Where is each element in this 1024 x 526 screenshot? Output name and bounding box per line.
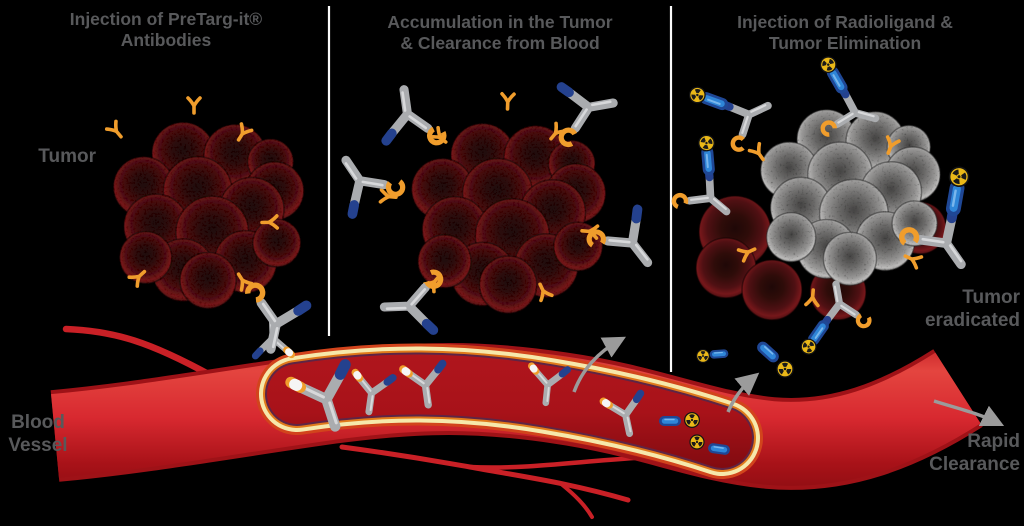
radioligand-icon xyxy=(714,352,724,354)
panel3-title: Injection of Radioligand & Tumor Elimina… xyxy=(737,12,953,53)
arrow-icon xyxy=(933,399,1005,427)
tumor-label: Tumor xyxy=(38,146,96,167)
antibody-icon xyxy=(326,141,409,224)
panel2-title: Accumulation in the Tumor & Clearance fr… xyxy=(387,12,613,53)
vessel-branches xyxy=(62,325,741,519)
arrows xyxy=(572,336,1005,427)
radioactive-icon xyxy=(684,412,700,428)
radioactive-icon xyxy=(776,360,794,378)
tumor-eradicated-label: Tumor eradicated xyxy=(924,287,1020,331)
antibody-icon xyxy=(551,79,620,148)
blood-vessel-label: Blood Vessel xyxy=(8,412,68,457)
radioactive-icon xyxy=(689,434,705,450)
radioligand-icon xyxy=(713,447,725,450)
arrow-icon xyxy=(572,336,626,393)
radioactive-icon xyxy=(696,349,710,363)
radioligand-icon xyxy=(763,346,774,357)
rapid-clearance-label: Rapid Clearance xyxy=(929,431,1020,475)
free-radioligands xyxy=(696,346,794,378)
arrow-icon xyxy=(726,372,760,413)
panel1-title: Injection of PreTarg-it® Antibodies xyxy=(69,9,263,50)
radioligand-icon xyxy=(664,420,676,422)
antibody-icon xyxy=(235,281,309,354)
antibody-icon xyxy=(380,85,448,152)
